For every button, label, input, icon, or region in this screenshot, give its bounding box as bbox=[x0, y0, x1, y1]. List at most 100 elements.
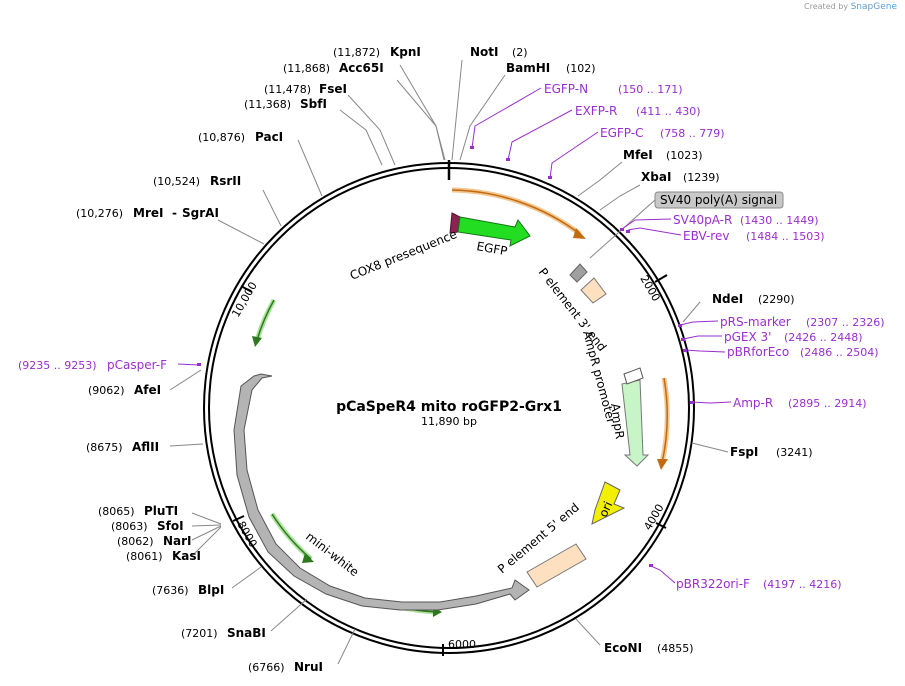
enzyme-sbfi: SbfI bbox=[300, 97, 327, 111]
enzyme-afei: AfeI bbox=[134, 383, 161, 397]
enzyme-pos-sfoi: (8063) bbox=[111, 520, 148, 533]
orf-arcs bbox=[252, 187, 670, 617]
tick-label-6000: 6000 bbox=[448, 638, 476, 651]
enzyme-pos-xbai: (1239) bbox=[683, 171, 720, 184]
enzyme-snabi: SnaBI bbox=[227, 626, 266, 640]
enzyme-pluti: PluTI bbox=[144, 504, 178, 518]
enzyme-pos-noti: (2) bbox=[512, 46, 528, 59]
primer-sv40pa-r: SV40pA-R bbox=[673, 213, 732, 227]
enzyme-sgrai: SgrAI bbox=[182, 206, 219, 220]
primer-pgex-3: pGEX 3' bbox=[724, 330, 771, 344]
primer-range-egfp-c: (758 .. 779) bbox=[660, 127, 725, 140]
enzyme-pos-mrei: (10,276) bbox=[76, 207, 123, 220]
feature-sv40-polya bbox=[569, 263, 588, 283]
enzyme-pos-kpni: (11,872) bbox=[333, 46, 380, 59]
primer-range-ebv-rev: (1484 .. 1503) bbox=[746, 230, 825, 243]
label-cox8: COX8 presequence bbox=[348, 227, 459, 283]
label-sv40-polya: SV40 poly(A) signal bbox=[660, 193, 777, 207]
enzyme-pos-aflii: (8675) bbox=[86, 441, 123, 454]
feature-ori bbox=[591, 481, 626, 525]
enzyme-pos-mfei: (1023) bbox=[666, 149, 703, 162]
enzyme-pos-snabi: (7201) bbox=[181, 627, 218, 640]
enzyme-kpni: KpnI bbox=[390, 45, 421, 59]
enzyme-ndei: NdeI bbox=[712, 292, 743, 306]
enzyme-xbai: XbaI bbox=[641, 170, 671, 184]
enzyme-pos-acc65i: (11,868) bbox=[283, 62, 330, 75]
label-ampr: AmpR bbox=[608, 402, 627, 439]
enzyme-pos-rsrii: (10,524) bbox=[153, 175, 200, 188]
primer-range-amp-r: (2895 .. 2914) bbox=[788, 397, 867, 410]
enzyme-blpi: BlpI bbox=[198, 583, 224, 597]
snapgene-credit: Created by SnapGene bbox=[804, 2, 897, 12]
enzyme-acc65i: Acc65I bbox=[339, 61, 384, 75]
enzyme-sfoi: SfoI bbox=[157, 519, 184, 533]
label-p-element-3-end: P element 3' end bbox=[536, 265, 610, 354]
plasmid-name: pCaSpeR4 mito roGFP2-Grx1 bbox=[336, 399, 562, 415]
plasmid-size: 11,890 bp bbox=[421, 415, 477, 428]
primer-pbr322ori-f: pBR322ori-F bbox=[676, 577, 750, 591]
feature-egfp bbox=[457, 216, 531, 247]
enzyme-pos-pluti: (8065) bbox=[98, 505, 135, 518]
features bbox=[233, 212, 650, 611]
enzyme-pos-paci: (10,876) bbox=[198, 131, 245, 144]
svg-text:-: - bbox=[172, 206, 177, 220]
enzyme-mrei: MreI bbox=[133, 206, 163, 220]
feature-p-element-5-end bbox=[526, 543, 587, 588]
enzyme-leaders bbox=[169, 59, 729, 665]
enzyme-pos-blpi: (7636) bbox=[152, 584, 189, 597]
primer-range-pbrforeco: (2486 .. 2504) bbox=[800, 346, 879, 359]
enzyme-pos-nari: (8062) bbox=[117, 535, 154, 548]
enzyme-labels: (11,872) KpnI (11,868) Acc65I NotI (2) B… bbox=[76, 45, 813, 674]
enzyme-rsrii: RsrII bbox=[210, 174, 241, 188]
feature-ampr-promoter bbox=[623, 367, 644, 385]
feature-labels: SV40 poly(A) signal COX8 presequence EGF… bbox=[303, 191, 784, 579]
primer-range-sv40pa-r: (1430 .. 1449) bbox=[740, 214, 819, 227]
primer-amp-r: Amp-R bbox=[733, 396, 773, 410]
label-mini-white: mini-white bbox=[303, 529, 361, 579]
snapgene-logo: SnapGene bbox=[850, 2, 897, 12]
enzyme-pos-afei: (9062) bbox=[88, 384, 125, 397]
enzyme-nari: NarI bbox=[163, 534, 192, 548]
primer-prs-marker: pRS-marker bbox=[720, 315, 791, 329]
enzyme-pos-ndei: (2290) bbox=[758, 293, 795, 306]
primer-egfp-c: EGFP-C bbox=[600, 126, 643, 140]
primer-range-pgex-3: (2426 .. 2448) bbox=[784, 331, 863, 344]
primer-marks bbox=[197, 146, 694, 567]
primer-leaders bbox=[177, 87, 732, 584]
tick-label-2000: 2000 bbox=[637, 273, 662, 304]
backbone bbox=[203, 160, 695, 654]
primer-range-exfp-r: (411 .. 430) bbox=[636, 105, 701, 118]
primer-exfp-r: EXFP-R bbox=[575, 104, 617, 118]
enzyme-fsei: FseI bbox=[319, 82, 347, 96]
enzyme-pos-fsei: (11,478) bbox=[264, 83, 311, 96]
enzyme-mfei: MfeI bbox=[623, 148, 653, 162]
primer-range-egfp-n: (150 .. 171) bbox=[618, 83, 683, 96]
label-ori: ori bbox=[596, 499, 615, 519]
feature-p-element-3-end bbox=[580, 277, 607, 304]
primer-ebv-rev: EBV-rev bbox=[683, 229, 729, 243]
enzyme-aflii: AflII bbox=[132, 440, 159, 454]
enzyme-paci: PacI bbox=[255, 130, 283, 144]
feature-mini-white bbox=[233, 373, 530, 611]
enzyme-kasi: KasI bbox=[172, 549, 201, 563]
primer-range-pcasper-f: (9235 .. 9253) bbox=[18, 359, 97, 372]
primer-range-prs-marker: (2307 .. 2326) bbox=[806, 316, 885, 329]
primer-pcasper-f: pCasper-F bbox=[107, 358, 167, 372]
enzyme-econi: EcoNI bbox=[604, 641, 642, 655]
primer-pbrforeco: pBRforEco bbox=[727, 345, 789, 359]
primer-labels: EGFP-N (150 .. 171) EXFP-R (411 .. 430) … bbox=[18, 82, 885, 591]
primer-egfp-n: EGFP-N bbox=[544, 82, 588, 96]
enzyme-bamhi: BamHI bbox=[506, 61, 550, 75]
enzyme-pos-bamhi: (102) bbox=[566, 62, 596, 75]
enzyme-pos-kasi: (8061) bbox=[126, 550, 163, 563]
enzyme-pos-fspi: (3241) bbox=[776, 446, 813, 459]
enzyme-pos-econi: (4855) bbox=[657, 642, 694, 655]
primer-range-pbr322ori-f: (4197 .. 4216) bbox=[763, 578, 842, 591]
enzyme-nrui: NruI bbox=[294, 660, 323, 674]
enzyme-pos-nrui: (6766) bbox=[248, 661, 285, 674]
enzyme-noti: NotI bbox=[470, 45, 499, 59]
feature-ampr bbox=[621, 379, 650, 467]
label-egfp: EGFP bbox=[475, 239, 508, 258]
enzyme-pos-sbfi: (11,368) bbox=[244, 98, 291, 111]
